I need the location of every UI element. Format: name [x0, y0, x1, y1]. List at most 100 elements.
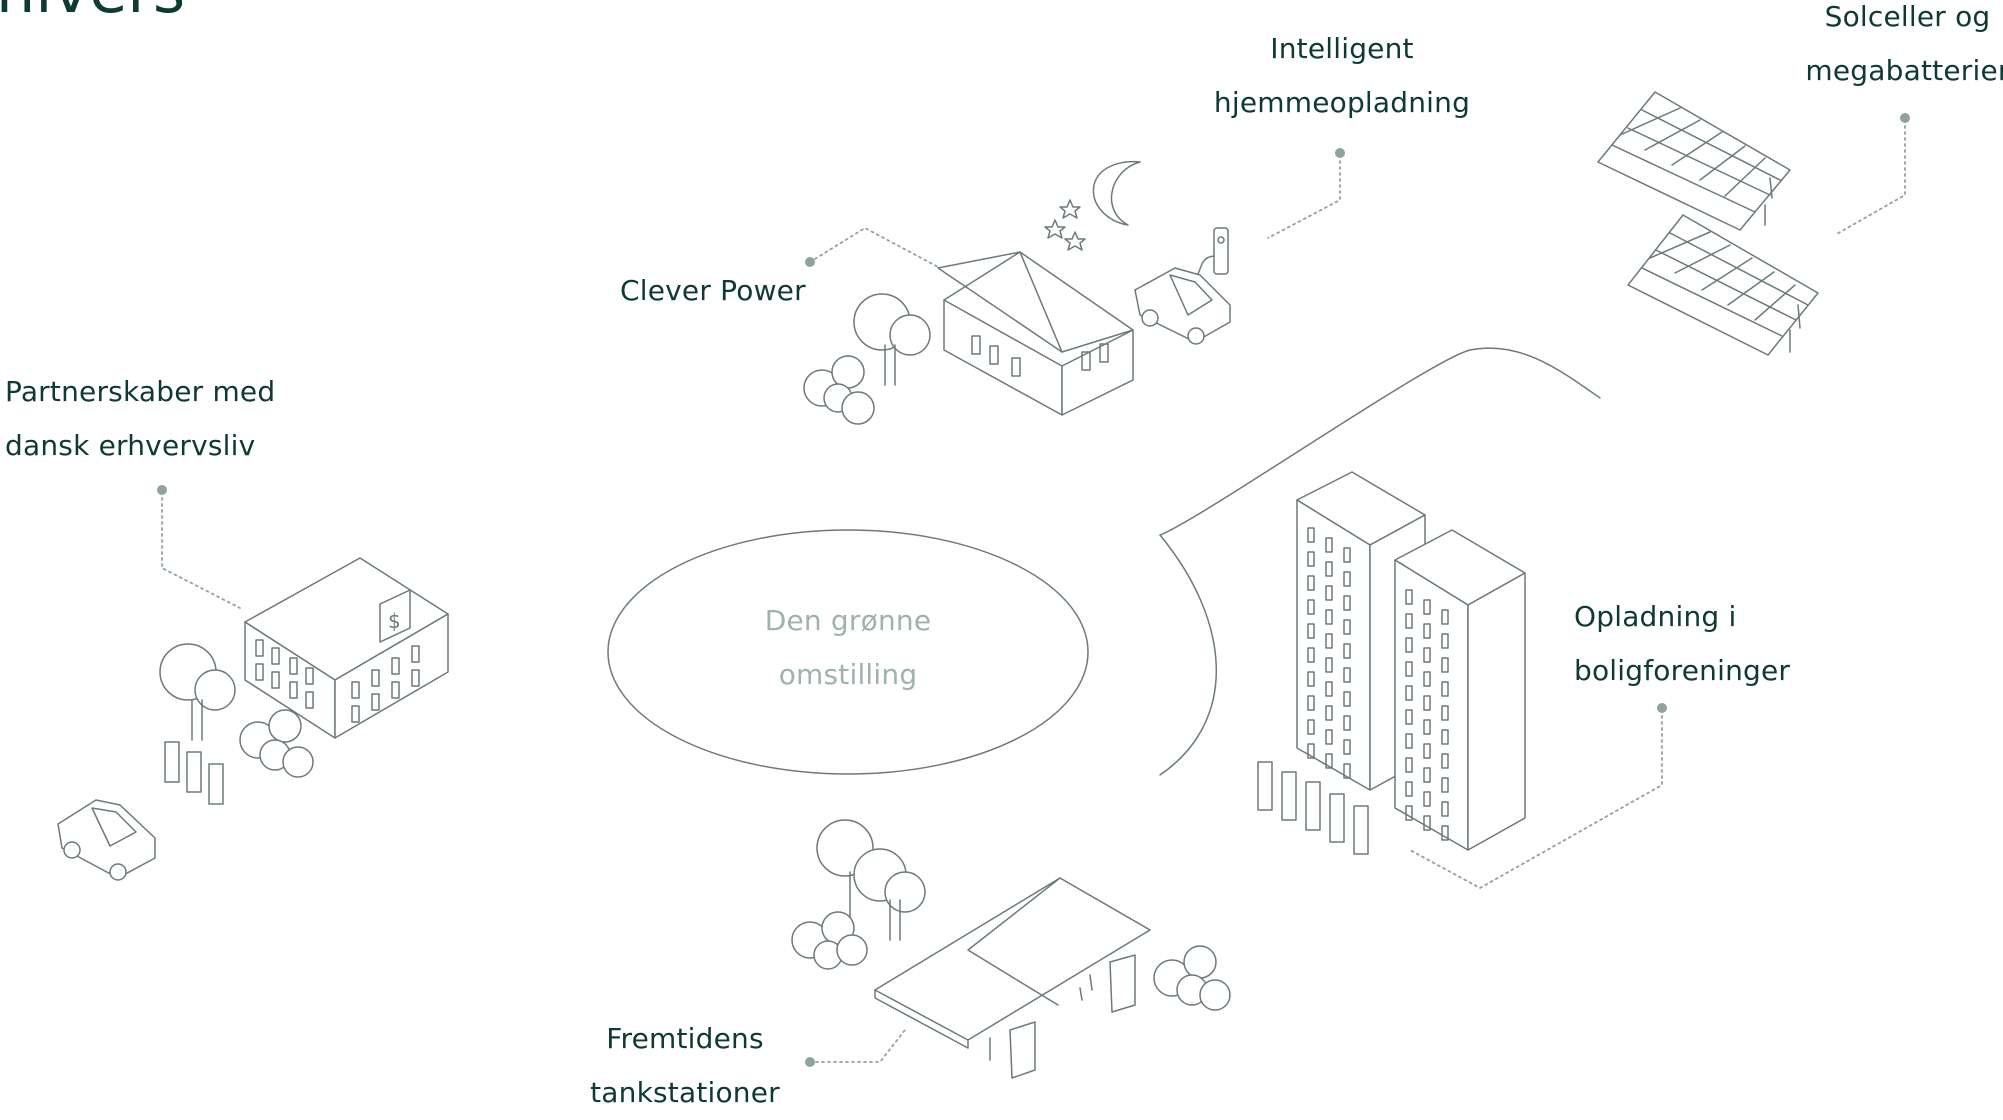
tower-window — [1307, 551, 1315, 567]
tower-window — [1325, 633, 1333, 649]
label-intelligent-line1: Intelligent — [1270, 32, 1414, 65]
canopy-icon — [874, 877, 1151, 1061]
tower-window — [1343, 739, 1351, 755]
label-solar-line1: Solceller og — [1824, 0, 1991, 33]
tower-window — [1423, 719, 1431, 735]
tower-window — [1405, 757, 1413, 773]
tower-window — [1441, 801, 1449, 817]
tower-window — [1325, 657, 1333, 673]
stars-icon — [1044, 199, 1086, 251]
svg-text:$: $ — [388, 609, 401, 633]
leader-solar — [1834, 119, 1906, 236]
tower-window — [1405, 733, 1413, 749]
tower-window — [1325, 609, 1333, 625]
bush-icon — [1153, 945, 1231, 1011]
tower-window — [1423, 743, 1431, 759]
tower-window — [1307, 599, 1315, 615]
tower-window — [1441, 609, 1449, 625]
tower-window — [1441, 753, 1449, 769]
road-curve — [1159, 347, 1601, 776]
label-stations-line1: Fremtidens — [606, 1022, 764, 1055]
center-label: Den grønne omstilling — [728, 594, 968, 702]
tree-icon — [853, 293, 931, 386]
tower-window — [1441, 657, 1449, 673]
label-housing-line1: Opladning i — [1574, 600, 1737, 633]
tower-window — [1405, 613, 1413, 629]
tower-window — [1343, 763, 1351, 779]
label-clever-line1: Clever Power — [620, 274, 806, 307]
tower-window — [1441, 777, 1449, 793]
label-solar: Solceller og megabatterier — [1800, 0, 2003, 98]
tower-window — [1343, 691, 1351, 707]
label-dots — [157, 113, 1910, 1067]
tower-window — [1405, 661, 1413, 677]
tower-window — [1405, 589, 1413, 605]
label-partners-line1: Partnerskaber med — [5, 375, 276, 408]
tower-window — [1307, 743, 1315, 759]
tower-window — [1325, 681, 1333, 697]
tower-window — [1307, 623, 1315, 639]
center-ellipse — [607, 529, 1089, 775]
tower-window — [1307, 695, 1315, 711]
charger-icon — [1009, 954, 1136, 1079]
label-partners-line2: dansk erhvervsliv — [5, 429, 256, 462]
moon-icon — [1092, 160, 1141, 226]
apartment-tower-icon — [1296, 471, 1526, 851]
label-clever: Clever Power — [620, 264, 806, 318]
tower-window — [1343, 547, 1351, 563]
tree-icon — [816, 819, 926, 941]
tower-window — [1325, 753, 1333, 769]
leader-intelligent — [1267, 154, 1341, 239]
tower-window — [1423, 791, 1431, 807]
bush-icon — [803, 355, 875, 425]
label-intelligent: Intelligent hjemmeopladning — [1212, 22, 1472, 130]
tree-icon — [159, 643, 236, 741]
tower-window — [1343, 619, 1351, 635]
tower-window — [1405, 685, 1413, 701]
dollar-sign-icon: $ — [379, 589, 411, 643]
tower-window — [1343, 571, 1351, 587]
page-heading: nivers — [0, 0, 185, 27]
tower-window — [1307, 527, 1315, 543]
tower-window — [1423, 599, 1431, 615]
leader-lines — [161, 119, 1906, 1063]
tower-window — [1343, 667, 1351, 683]
tower-window — [1405, 781, 1413, 797]
charger-icon — [164, 741, 224, 805]
leader-clever — [809, 227, 941, 269]
tower-window — [1405, 637, 1413, 653]
office-building-icon — [244, 557, 449, 739]
label-housing-line2: boligforeninger — [1574, 654, 1791, 687]
tower-window — [1423, 647, 1431, 663]
tower-window — [1325, 585, 1333, 601]
tower-window — [1441, 729, 1449, 745]
tower-window — [1405, 709, 1413, 725]
tower-window — [1325, 705, 1333, 721]
tower-window — [1423, 695, 1431, 711]
tower-window — [1343, 595, 1351, 611]
label-housing: Opladning i boligforeninger — [1574, 590, 1790, 698]
tower-window — [1441, 705, 1449, 721]
bush-icon — [791, 911, 868, 970]
car-icon — [57, 799, 156, 881]
center-label-line2: omstilling — [778, 658, 918, 691]
tower-window — [1307, 671, 1315, 687]
label-stations-line2: tankstationer — [590, 1076, 780, 1109]
label-intelligent-line2: hjemmeopladning — [1213, 86, 1471, 119]
leader-partners — [161, 491, 241, 609]
label-partners: Partnerskaber med dansk erhvervsliv — [5, 365, 275, 473]
label-stations: Fremtidens tankstationer — [585, 1012, 785, 1120]
label-solar-line2: megabatterier — [1805, 54, 2003, 87]
tower-window — [1441, 681, 1449, 697]
tower-window — [1307, 575, 1315, 591]
bush-icon — [239, 709, 314, 778]
solar-panel-icon — [1597, 91, 1819, 356]
tower-window — [1423, 623, 1431, 639]
tower-window — [1405, 805, 1413, 821]
tower-window — [1343, 715, 1351, 731]
tower-window — [1307, 647, 1315, 663]
house-icon — [937, 251, 1134, 416]
tower-window — [1325, 561, 1333, 577]
